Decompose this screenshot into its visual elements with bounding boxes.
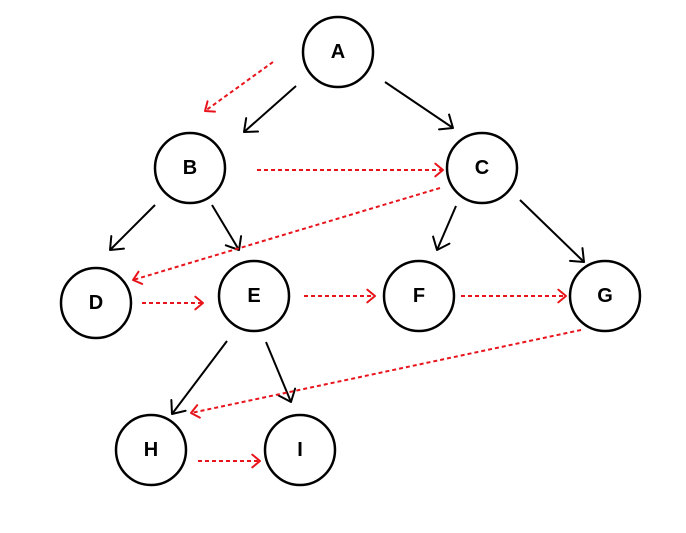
node-label: I [297, 439, 303, 461]
arrowhead-icon [569, 247, 585, 263]
traversal-edge-e-f [304, 288, 376, 304]
node-i: I [263, 413, 337, 487]
node-label: D [89, 292, 103, 314]
arrowhead-icon [277, 387, 297, 403]
tree-edge-a-c [384, 81, 454, 131]
arrowhead-icon [204, 100, 216, 113]
node-c: C [445, 131, 519, 205]
tree-edge-line [109, 204, 156, 251]
traversal-edge-f-g [461, 288, 567, 304]
arrowhead-icon [190, 404, 201, 419]
traversal-edge-line [190, 329, 582, 414]
traversal-edge-c-d [132, 187, 441, 285]
node-g: G [568, 259, 642, 333]
node-circle [301, 15, 375, 89]
node-f: F [382, 259, 456, 333]
tree-edge-e-h [170, 340, 228, 415]
traversal-edges-group [132, 61, 582, 469]
arrowhead-icon [432, 235, 451, 251]
node-circle [382, 259, 456, 333]
arrowhead-icon [170, 399, 187, 415]
arrowhead-icon [109, 235, 125, 251]
node-circle [217, 259, 291, 333]
tree-edge-line [436, 205, 457, 251]
tree-edge-line [211, 204, 240, 251]
node-circle [59, 266, 133, 340]
node-d: D [59, 266, 133, 340]
tree-edge-line [519, 199, 585, 263]
node-circle [114, 413, 188, 487]
tree-edge-e-i [265, 341, 297, 403]
node-a: A [301, 15, 375, 89]
node-circle [445, 131, 519, 205]
traversal-edge-h-i [198, 453, 261, 469]
traversal-edge-line [132, 187, 441, 281]
arrowhead-icon [224, 235, 243, 251]
tree-edge-line [265, 341, 292, 403]
node-b: B [153, 131, 227, 205]
node-circle [263, 413, 337, 487]
tree-edge-line [243, 85, 297, 133]
arrowhead-icon [438, 113, 454, 131]
arrowhead-icon [434, 162, 444, 178]
node-label: B [183, 157, 197, 179]
arrowhead-icon [366, 288, 376, 304]
arrowhead-icon [194, 295, 204, 311]
tree-edge-c-f [432, 205, 457, 251]
tree-edge-line [384, 81, 454, 129]
tree-edge-a-b [243, 85, 297, 133]
node-label: C [475, 157, 489, 179]
node-label: F [413, 285, 425, 307]
node-circle [153, 131, 227, 205]
traversal-edge-d-e [142, 295, 204, 311]
arrowhead-icon [251, 453, 261, 469]
node-label: A [331, 41, 345, 63]
tree-edge-c-g [519, 199, 585, 263]
traversal-edge-a-b [204, 61, 274, 113]
arrowhead-icon [243, 117, 259, 133]
tree-edges-group [109, 81, 585, 415]
traversal-edge-line [204, 61, 274, 112]
tree-edge-line [171, 340, 228, 415]
node-label: E [247, 285, 260, 307]
traversal-edge-g-h [190, 329, 582, 419]
node-label: G [597, 285, 613, 307]
node-label: H [144, 439, 158, 461]
node-circle [568, 259, 642, 333]
node-e: E [217, 259, 291, 333]
tree-edge-b-d [109, 204, 156, 251]
node-h: H [114, 413, 188, 487]
arrowhead-icon [557, 288, 567, 304]
nodes-group: A B C D E F G H I [59, 15, 642, 487]
tree-edge-b-e [211, 204, 243, 251]
traversal-edge-b-c [257, 162, 444, 178]
arrowhead-icon [132, 270, 144, 285]
